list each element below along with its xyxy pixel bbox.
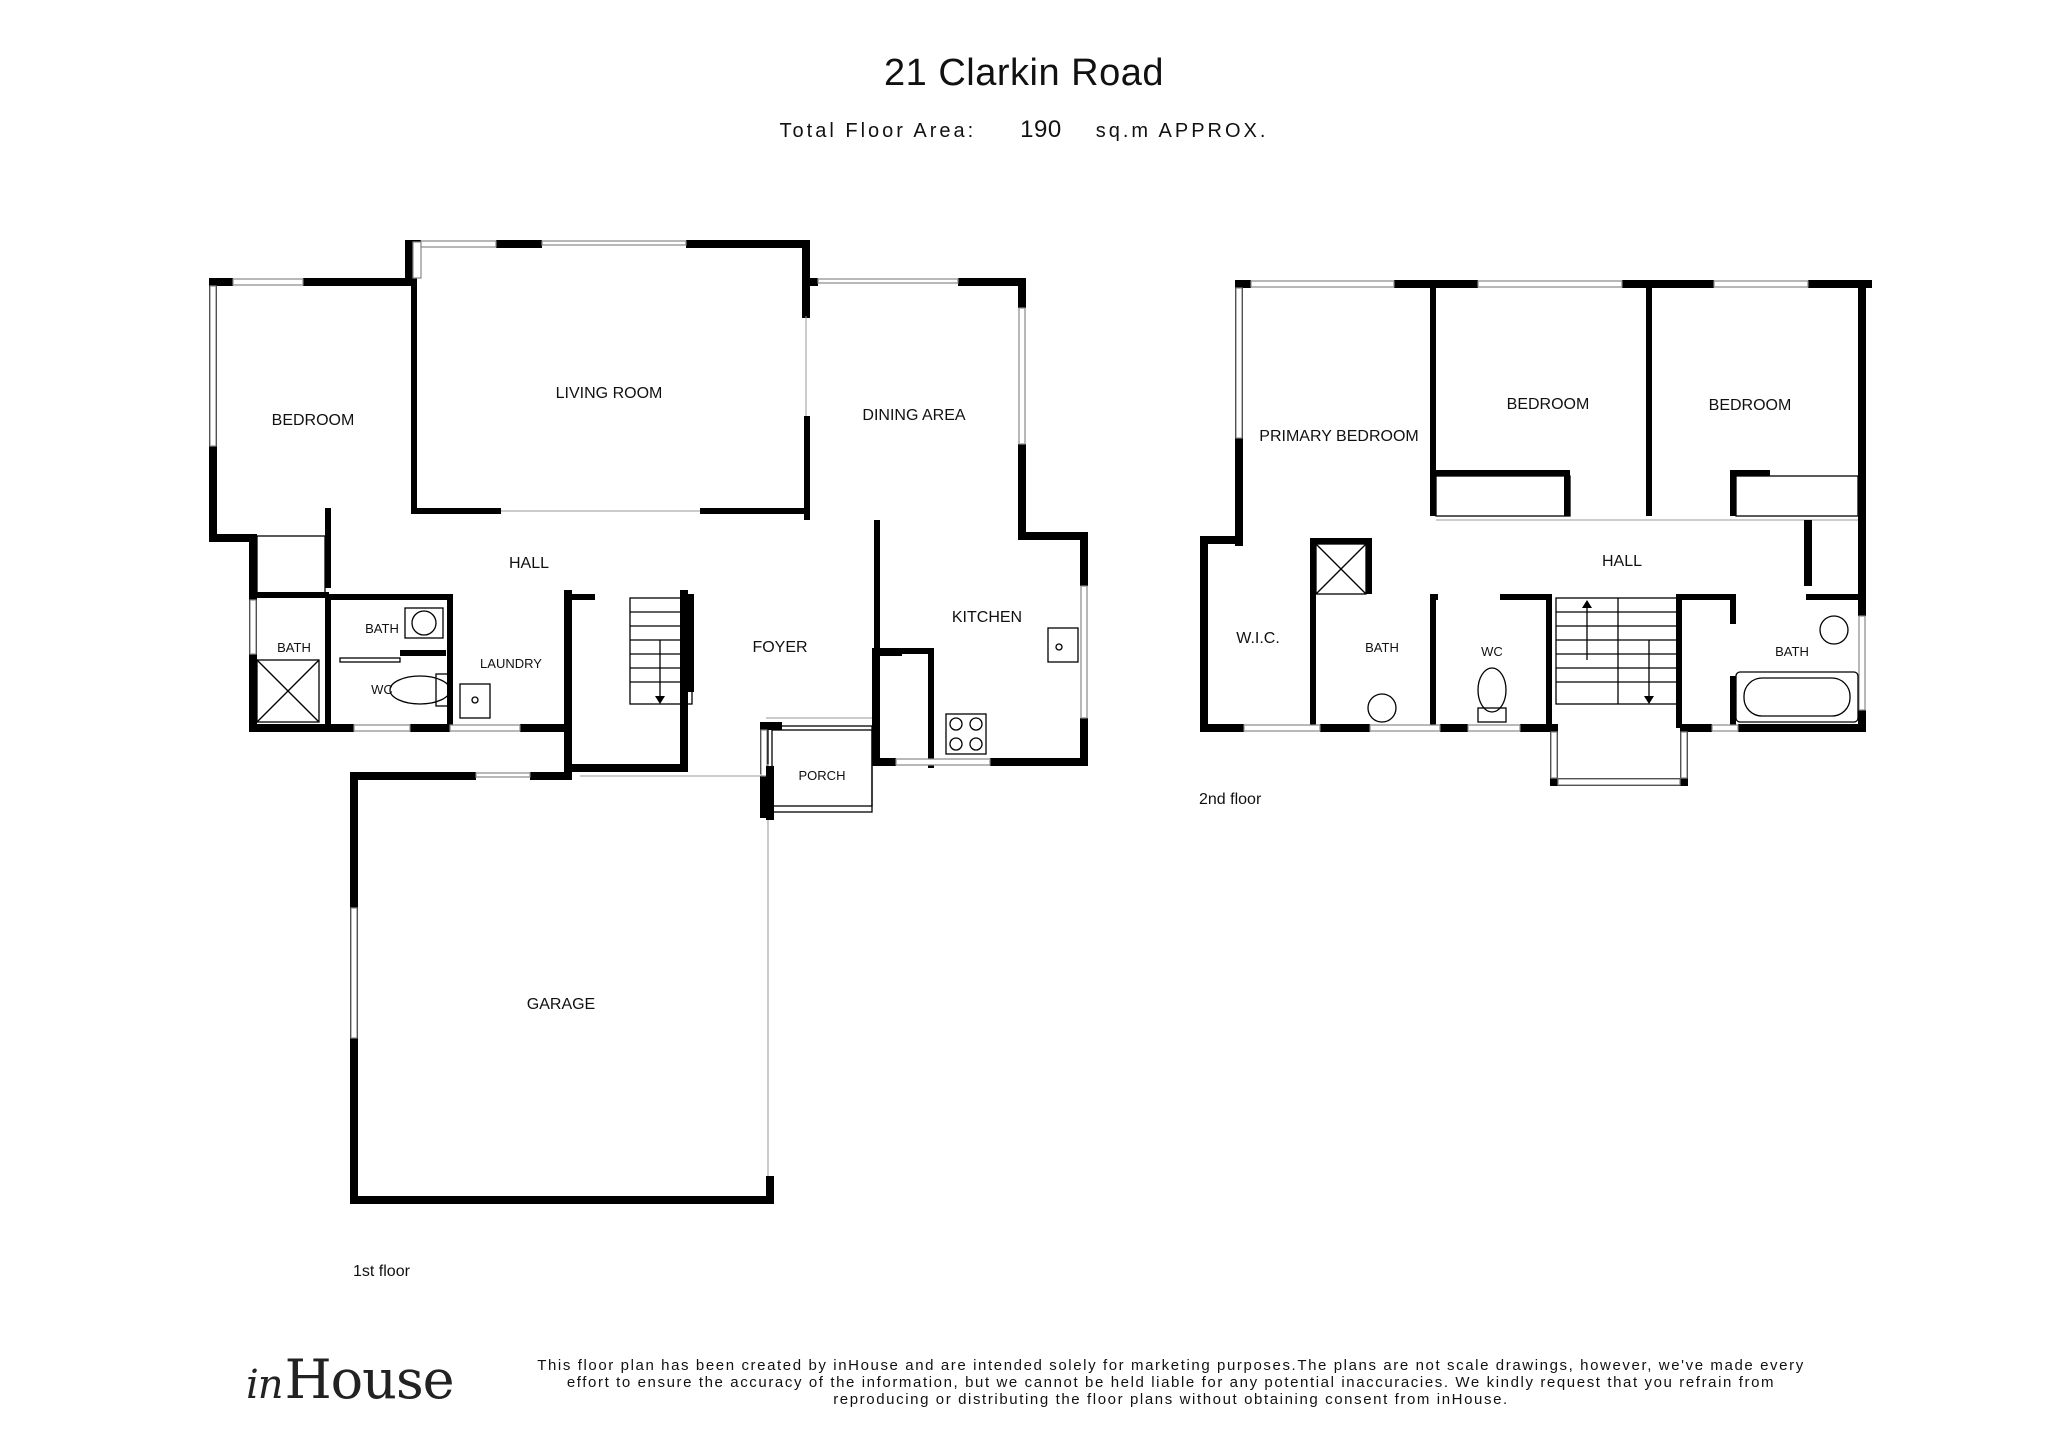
room-label: GARAGE (527, 996, 595, 1013)
room-label: BATH (365, 621, 399, 636)
first-floor-labels: BEDROOM LIVING ROOM DINING AREA HALL BAT… (272, 385, 1022, 1013)
room-label: BATH (1775, 644, 1809, 659)
area-label: Total Floor Area: (779, 120, 977, 142)
plan-title: 21 Clarkin Road (884, 52, 1164, 94)
area-value: 190 (1020, 116, 1062, 143)
room-label: FOYER (752, 639, 807, 656)
first-floor-plan: BEDROOM LIVING ROOM DINING AREA HALL BAT… (209, 240, 1088, 1280)
first-floor-fixtures (256, 316, 1079, 1176)
room-label: BATH (277, 640, 311, 655)
logo-text: House (284, 1348, 455, 1411)
room-label: PRIMARY BEDROOM (1259, 428, 1418, 445)
room-label: WC (371, 682, 393, 697)
room-label: LIVING ROOM (556, 385, 663, 402)
room-label: DINING AREA (862, 407, 965, 424)
disclaimer-text: This floor plan has been created by inHo… (537, 1357, 1805, 1408)
inhouse-logo: inHouse (246, 1348, 455, 1411)
room-label: PORCH (799, 768, 846, 783)
second-floor-interior-walls (1310, 286, 1864, 728)
second-floor-labels: PRIMARY BEDROOM BEDROOM BEDROOM HALL W.I… (1236, 396, 1809, 659)
first-floor-interior-walls (249, 246, 934, 768)
room-label: KITCHEN (952, 609, 1022, 626)
room-label: BEDROOM (1709, 397, 1792, 414)
room-label: WC (1481, 644, 1503, 659)
room-label: W.I.C. (1236, 630, 1280, 647)
room-label: BEDROOM (272, 412, 355, 429)
room-label: BATH (1365, 640, 1399, 655)
room-label: HALL (1602, 553, 1642, 570)
floor-label: 2nd floor (1199, 791, 1262, 808)
floor-label: 1st floor (353, 1263, 411, 1280)
total-floor-area: Total Floor Area: 190 sq.m APPROX. (0, 116, 2048, 144)
second-floor-walls (1200, 280, 1872, 786)
room-label: BEDROOM (1507, 396, 1590, 413)
room-label: LAUNDRY (480, 656, 542, 671)
area-unit: sq.m APPROX. (1095, 120, 1269, 142)
first-floor-windows (209, 240, 1088, 1039)
second-floor-windows (1235, 280, 1866, 786)
second-floor-fixtures (1315, 475, 1859, 723)
logo-script: in (246, 1362, 284, 1408)
second-floor-plan: PRIMARY BEDROOM BEDROOM BEDROOM HALL W.I… (1199, 280, 1872, 808)
room-label: HALL (509, 555, 549, 572)
